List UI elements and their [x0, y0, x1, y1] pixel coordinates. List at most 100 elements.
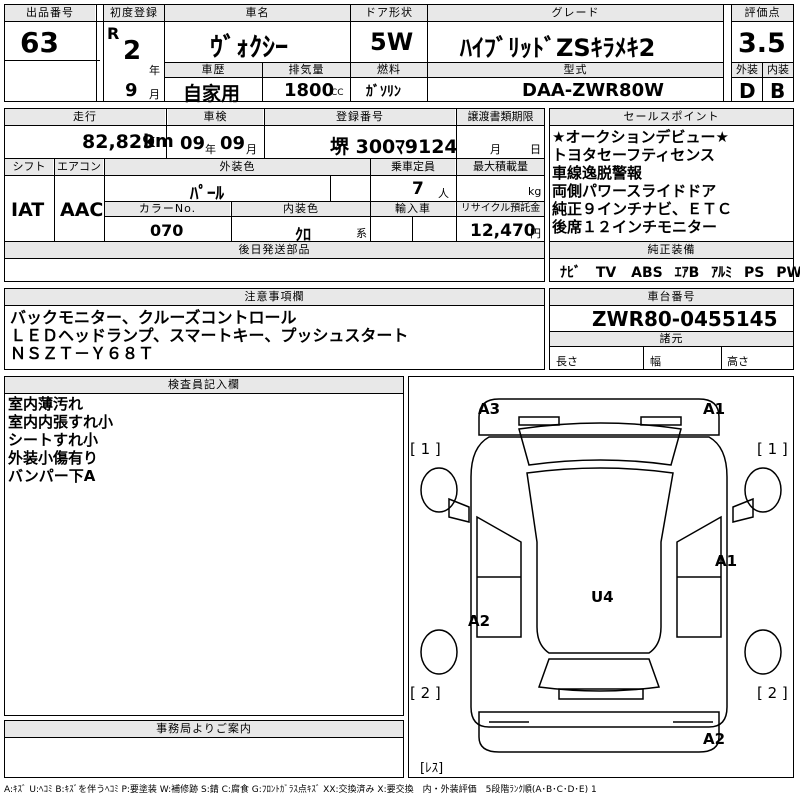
reg-year-unit: 年 — [149, 64, 160, 77]
roof-outline — [526, 467, 674, 654]
int-color: ｸﾛ — [295, 225, 312, 244]
equip-ps: PS — [744, 265, 765, 281]
door-type: 5W — [370, 28, 414, 56]
transfer-day: 日 — [530, 143, 541, 156]
first-reg-label: 初度登録 — [104, 5, 164, 21]
yen-unit: 円 — [530, 227, 541, 240]
load-label: 最大積載量 — [457, 159, 544, 175]
equip-alloy: ｱﾙﾐ — [711, 265, 733, 281]
color-no-label: カラーNo. — [105, 202, 230, 216]
sales-point: 純正９インチナビ、ＥＴＣ — [552, 200, 733, 218]
equipment-label: 純正装備 — [550, 242, 793, 258]
wheel-front-right — [744, 467, 782, 513]
reg-month-unit: 月 — [149, 88, 160, 101]
inspector-note: 室内薄汚れ — [8, 395, 84, 413]
reg-year: 2 — [123, 36, 142, 66]
inspector-box — [4, 376, 404, 716]
inspector-note: 外装小傷有り — [8, 449, 99, 467]
exterior-label: 外装 — [732, 63, 762, 77]
sales-points-label: セールスポイント — [550, 109, 793, 125]
note-line: ＬＥＤヘッドランプ、スマートキー、プッシュスタート — [10, 326, 409, 345]
wheel-rear-left — [420, 629, 458, 675]
equip-airbag: ｴｱB — [674, 265, 700, 281]
damage-a2-rear: A2 — [703, 730, 726, 748]
capacity: 7 — [412, 179, 424, 199]
inspector-note: シートすれ小 — [8, 431, 99, 449]
recycle-label: リサイクル預託金 — [457, 202, 544, 216]
car-name-label: 車名 — [165, 5, 350, 21]
fuel-label: 燃料 — [351, 63, 427, 77]
inspector-note: 室内内張すれ小 — [8, 413, 114, 431]
wheel-front-left — [420, 467, 458, 513]
rear-window — [537, 658, 661, 692]
fuel: ｶﾞｿﾘﾝ — [366, 84, 401, 100]
notes-lines: バックモニター、クルーズコントロール ＬＥＤヘッドランプ、スマートキー、プッシュ… — [10, 309, 408, 363]
right-mirror — [732, 497, 754, 523]
chassis-label: 車台番号 — [550, 289, 793, 305]
top-section — [4, 4, 794, 102]
width-label: 幅 — [650, 355, 661, 368]
capacity-label: 乗車定員 — [371, 159, 455, 175]
reg-month: 9 — [125, 80, 138, 101]
capacity-unit: 人 — [438, 187, 449, 200]
sales-point: 両側パワースライドドア — [552, 182, 717, 200]
plate-label: 登録番号 — [265, 109, 455, 125]
km-unit: km — [143, 131, 174, 152]
chassis-number: ZWR80-0455145 — [592, 307, 778, 331]
chassis-box — [549, 288, 794, 370]
transfer-month: 月 — [490, 143, 501, 156]
color-no: 070 — [150, 221, 184, 240]
office-box — [4, 720, 404, 778]
interior-label: 内装 — [763, 63, 793, 77]
sales-point: 後席１２インチモニター — [552, 218, 718, 236]
front-bumper-outline — [478, 398, 720, 436]
insp-month-unit: 月 — [246, 143, 257, 156]
tire-front-right: [ 1 ] — [757, 440, 788, 458]
int-color-unit: 系 — [356, 227, 367, 240]
insp-year: 09 — [180, 133, 206, 154]
windshield-outline — [518, 422, 682, 466]
damage-a1-front: A1 — [703, 400, 726, 418]
plate-number: 堺 300ﾏ9124 — [330, 136, 458, 158]
mileage: 82,829 — [82, 131, 156, 153]
displacement: 1800 — [284, 80, 335, 101]
spare-tire: [ﾚｽ] — [420, 761, 444, 776]
dims-label: 諸元 — [550, 332, 793, 346]
tire-front-left: [ 1 ] — [410, 440, 441, 458]
note-line: ＮＳＺＴ－Ｙ６８Ｔ — [10, 344, 155, 363]
notes-box — [4, 288, 545, 370]
sales-points-box — [549, 108, 794, 282]
load-unit: kg — [528, 185, 542, 198]
body-outline — [470, 436, 728, 728]
ac: AAC — [60, 199, 104, 221]
note-line: バックモニター、クルーズコントロール — [10, 308, 297, 327]
equipment-list: ﾅﾋﾞ TV ABS ｴｱB ｱﾙﾐ PS PW — [560, 262, 800, 282]
height-label: 高さ — [727, 355, 749, 368]
interior-grade: B — [770, 79, 786, 103]
damage-u4: U4 — [591, 588, 614, 606]
damage-a3: A3 — [478, 400, 501, 418]
score-label: 評価点 — [732, 5, 793, 21]
car-diagram-box — [408, 376, 794, 778]
office-label: 事務局よりご案内 — [5, 721, 403, 737]
sales-point: ★オークションデビュー★ — [552, 128, 729, 146]
model-label: 型式 — [428, 63, 723, 77]
shift-label: シフト — [5, 159, 53, 175]
color-label: 外装色 — [105, 159, 370, 175]
import-label: 輸入車 — [371, 202, 455, 216]
score: 3.5 — [738, 28, 786, 59]
car-name: ｳﾞｫｸｼｰ — [210, 33, 289, 63]
inspection-label: 車検 — [168, 109, 263, 125]
wheel-rear-right — [744, 629, 782, 675]
damage-a1-side: A1 — [715, 552, 738, 570]
equip-tv: TV — [595, 265, 617, 281]
sales-point: トヨタセーフティセンス — [552, 146, 715, 164]
car-diagram — [420, 398, 782, 753]
inspector-note: バンパー下A — [8, 467, 96, 485]
transfer-label: 譲渡書類期限 — [457, 109, 544, 125]
displacement-label: 排気量 — [263, 63, 350, 77]
insp-year-unit: 年 — [205, 143, 216, 156]
equip-abs: ABS — [631, 265, 663, 281]
tire-rear-left: [ 2 ] — [410, 684, 441, 702]
int-color-label: 内装色 — [232, 202, 370, 216]
